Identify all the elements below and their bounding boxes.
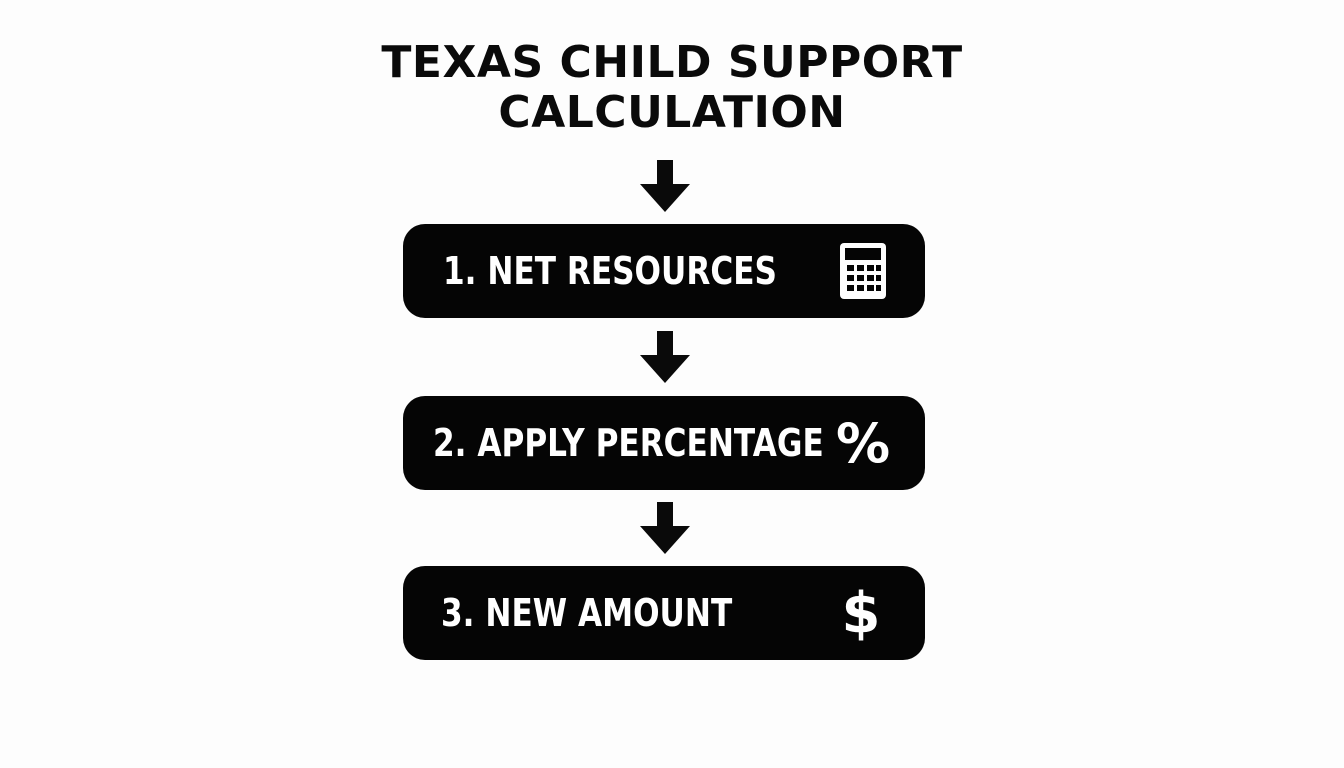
down-arrow-icon xyxy=(640,502,690,554)
step-label: 3. NEW AMOUNT xyxy=(441,591,733,635)
step-new-amount: 3. NEW AMOUNT $ xyxy=(403,566,925,660)
percent-icon: % xyxy=(835,411,891,475)
down-arrow-icon xyxy=(640,331,690,383)
diagram-title: TEXAS CHILD SUPPORT CALCULATION xyxy=(0,38,1344,138)
step-label: 1. NET RESOURCES xyxy=(443,249,777,293)
step-apply-percentage: 2. APPLY PERCENTAGE % xyxy=(403,396,925,490)
step-net-resources: 1. NET RESOURCES xyxy=(403,224,925,318)
title-line-2: CALCULATION xyxy=(498,87,846,138)
step-label: 2. APPLY PERCENTAGE xyxy=(433,421,824,465)
down-arrow-icon xyxy=(640,160,690,212)
calculator-icon xyxy=(835,224,891,318)
dollar-icon: $ xyxy=(841,580,881,646)
title-line-1: TEXAS CHILD SUPPORT xyxy=(381,37,963,88)
